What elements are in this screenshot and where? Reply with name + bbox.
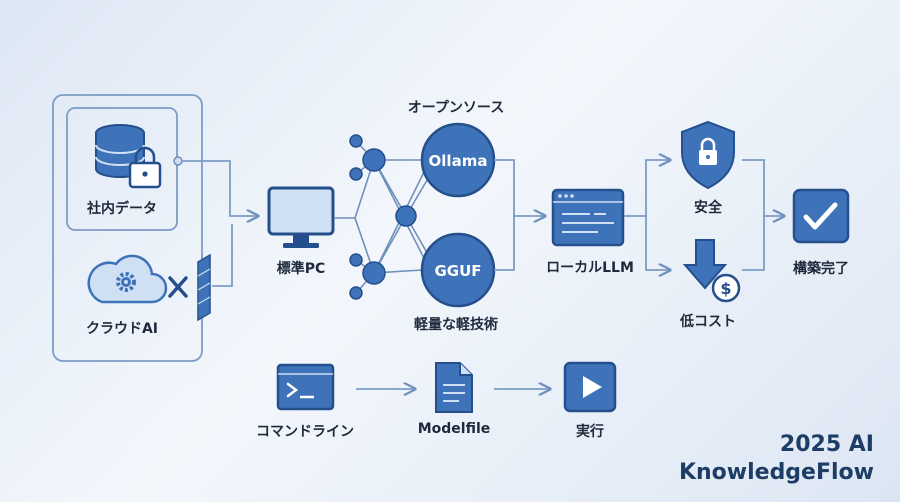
brand-year: 2025 AI (779, 432, 874, 457)
shield-lock-icon (681, 120, 735, 190)
arrow-ollama-to-llm (494, 159, 545, 216)
cloud-gear-icon (87, 254, 168, 304)
terminal-icon (276, 363, 335, 411)
local-llm-label: ローカルLLM (546, 260, 634, 276)
network-graph-icon (334, 134, 431, 300)
blocked-x-icon (168, 276, 188, 298)
standard-pc-label: 標準PC (276, 261, 326, 277)
internal-data-frame (66, 107, 178, 231)
internal-data-label: 社内データ (87, 201, 157, 217)
arrow-llm-to-secure (624, 160, 670, 217)
firewall-icon (197, 253, 211, 322)
arrow-secure-to-complete (742, 159, 784, 216)
arrow-llm-to-lowcost (645, 216, 670, 270)
command-line-label: コマンドライン (256, 424, 354, 440)
checkmark-icon (792, 188, 850, 244)
source-group-frame (52, 94, 203, 362)
open-source-label: オープンソース (407, 100, 505, 116)
completed-label: 構築完了 (793, 261, 849, 277)
brand-name: KnowledgeFlow (678, 460, 874, 485)
arrow-data-to-pc (182, 160, 258, 216)
down-arrow-coin-icon: $ (682, 239, 741, 303)
play-icon (563, 361, 617, 413)
ollama-label: Ollama (429, 152, 488, 170)
connector-dot (173, 156, 183, 166)
secure-label: 安全 (694, 200, 722, 216)
browser-window-icon (551, 188, 625, 247)
monitor-icon (267, 186, 335, 248)
modelfile-label: Modelfile (417, 421, 491, 437)
gguf-label: GGUF (434, 262, 481, 280)
lightweight-label: 軽量な軽技術 (414, 317, 498, 333)
cloud-ai-label: クラウドAI (85, 321, 159, 337)
database-lock-icon (95, 124, 162, 189)
svg-text:$: $ (720, 279, 731, 298)
arrow-lowcost-to-complete (742, 216, 765, 271)
low-cost-label: 低コスト (680, 314, 736, 330)
arrow-gguf-to-llm (494, 216, 515, 271)
execute-label: 実行 (576, 424, 604, 440)
blocked-path-line (212, 224, 233, 287)
document-icon (435, 362, 473, 413)
